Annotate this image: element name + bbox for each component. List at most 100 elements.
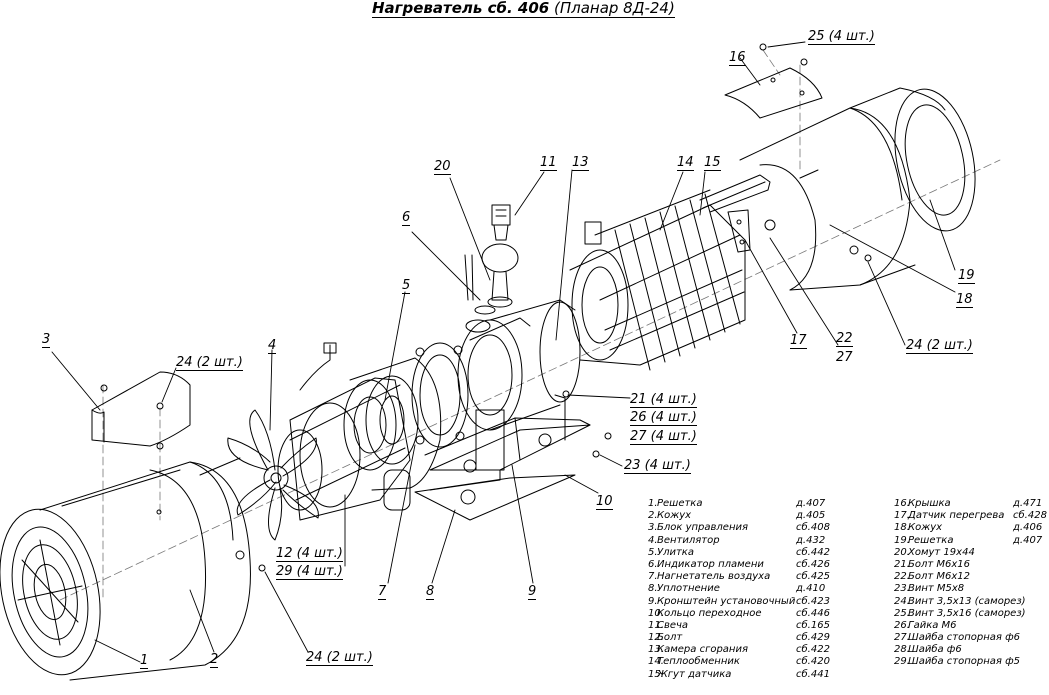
legend-part-name: Винт 3,5х16 (саморез) bbox=[908, 607, 1026, 619]
legend-part-name: Кожух bbox=[657, 510, 692, 522]
legend-part-name: Вентилятор bbox=[657, 534, 720, 546]
legend-number: 14. bbox=[648, 656, 664, 668]
callout-29: 29 (4 шт.) bbox=[276, 564, 343, 580]
legend-row: 28.Шайба ф6 bbox=[894, 644, 1049, 656]
fan-impeller bbox=[227, 409, 319, 541]
legend-part-name: Нагнетатель воздуха bbox=[657, 571, 771, 583]
legend-part-code: сб.441 bbox=[796, 668, 830, 680]
drawing-title-sub: (Планар 8Д-24) bbox=[553, 0, 675, 17]
legend-row: 29.Шайба стопорная ф5 bbox=[894, 656, 1049, 668]
legend-part-code: сб.426 bbox=[796, 558, 830, 570]
legend-part-name: Уплотнение bbox=[657, 583, 720, 595]
legend-number: 23. bbox=[894, 583, 910, 595]
legend-number: 17. bbox=[894, 510, 910, 522]
legend-part-code: сб.422 bbox=[796, 644, 830, 656]
callout-2: 2 bbox=[210, 652, 219, 668]
callout-1: 1 bbox=[140, 653, 149, 669]
legend-number: 19. bbox=[894, 534, 910, 546]
callout-24-bottom: 24 (2 шт.) bbox=[306, 650, 373, 666]
callout-27: 27 bbox=[836, 350, 853, 365]
adapter-ring bbox=[411, 342, 469, 448]
top-cover bbox=[724, 43, 823, 119]
callout-6: 6 bbox=[402, 210, 411, 226]
overheat-sensor bbox=[727, 209, 776, 253]
legend-part-name: Шайба ф6 bbox=[908, 644, 962, 656]
legend-row: 8.Уплотнение д.410 bbox=[648, 583, 878, 595]
legend-number: 15. bbox=[648, 668, 664, 680]
legend-number: 11. bbox=[648, 619, 664, 631]
legend-part-code: сб.446 bbox=[796, 607, 830, 619]
callout-16: 16 bbox=[729, 50, 746, 66]
callout-26: 26 (4 шт.) bbox=[630, 410, 697, 426]
casing-right bbox=[739, 107, 911, 291]
legend-part-code: сб.429 bbox=[796, 632, 830, 644]
legend-number: 28. bbox=[894, 644, 910, 656]
legend-number: 2. bbox=[648, 510, 658, 522]
legend-number: 8. bbox=[648, 583, 658, 595]
legend-part-code: сб.442 bbox=[796, 546, 830, 558]
air-blower bbox=[277, 342, 411, 521]
legend-part-name: Кронштейн установочный bbox=[657, 595, 796, 607]
legend-part-name: Индикатор пламени bbox=[657, 558, 764, 570]
legend-number: 10. bbox=[648, 607, 664, 619]
legend-row: 10.Кольцо переходное сб.446 bbox=[648, 608, 878, 620]
legend-row: 22.Болт М6х12 bbox=[894, 571, 1049, 583]
legend-part-name: Кольцо переходное bbox=[657, 607, 762, 619]
legend-part-code: сб.428 bbox=[1013, 510, 1047, 522]
legend-part-name: Решетка bbox=[908, 534, 954, 546]
legend-number: 12. bbox=[648, 632, 664, 644]
grille-rear bbox=[849, 87, 976, 286]
callout-24-right: 24 (2 шт.) bbox=[906, 338, 973, 354]
callout-12: 12 (4 шт.) bbox=[276, 546, 343, 562]
leader-lines bbox=[51, 41, 956, 663]
legend-row: 15.Жгут датчика сб.441 bbox=[648, 669, 878, 681]
legend-row: 23.Винт М5х8 bbox=[894, 583, 1049, 595]
legend-part-name: Винт М5х8 bbox=[908, 583, 965, 595]
legend-part-code: сб.408 bbox=[796, 522, 830, 534]
legend-number: 5. bbox=[648, 546, 658, 558]
legend-part-name: Кожух bbox=[908, 522, 943, 534]
legend-part-name: Шайба стопорная ф5 bbox=[908, 656, 1021, 668]
legend-number: 21. bbox=[894, 558, 910, 570]
sensor-harness bbox=[699, 174, 771, 213]
callout-18: 18 bbox=[956, 292, 973, 308]
callout-10: 10 bbox=[596, 494, 613, 510]
callout-13: 13 bbox=[572, 155, 589, 171]
legend-part-code: сб.423 bbox=[796, 595, 830, 607]
legend-number: 24. bbox=[894, 595, 910, 607]
legend-row: 24.Винт 3,5х13 (саморез) bbox=[894, 596, 1049, 608]
legend-number: 1. bbox=[648, 498, 658, 509]
legend-row: 27.Шайба стопорная ф6 bbox=[894, 632, 1049, 644]
legend-part-name: Теплообменник bbox=[657, 656, 740, 668]
callout-3: 3 bbox=[42, 332, 51, 348]
legend-part-name: Хомут 19х44 bbox=[908, 546, 975, 558]
callout-17: 17 bbox=[790, 333, 807, 349]
legend-part-name: Болт М6х16 bbox=[908, 558, 971, 570]
legend-number: 18. bbox=[894, 522, 910, 534]
legend-part-name: Свеча bbox=[657, 619, 689, 631]
callout-4: 4 bbox=[268, 338, 277, 354]
callout-9: 9 bbox=[528, 584, 537, 600]
legend-part-name: Болт bbox=[657, 632, 683, 644]
control-unit-cover bbox=[91, 371, 191, 450]
legend-part-code: д.410 bbox=[796, 583, 826, 595]
legend-number: 16. bbox=[894, 498, 910, 509]
callout-27-qty: 27 (4 шт.) bbox=[630, 429, 697, 445]
legend-number: 20. bbox=[894, 546, 910, 558]
legend-number: 26. bbox=[894, 619, 910, 631]
legend-number: 6. bbox=[648, 558, 658, 570]
legend-part-name: Жгут датчика bbox=[657, 668, 732, 680]
